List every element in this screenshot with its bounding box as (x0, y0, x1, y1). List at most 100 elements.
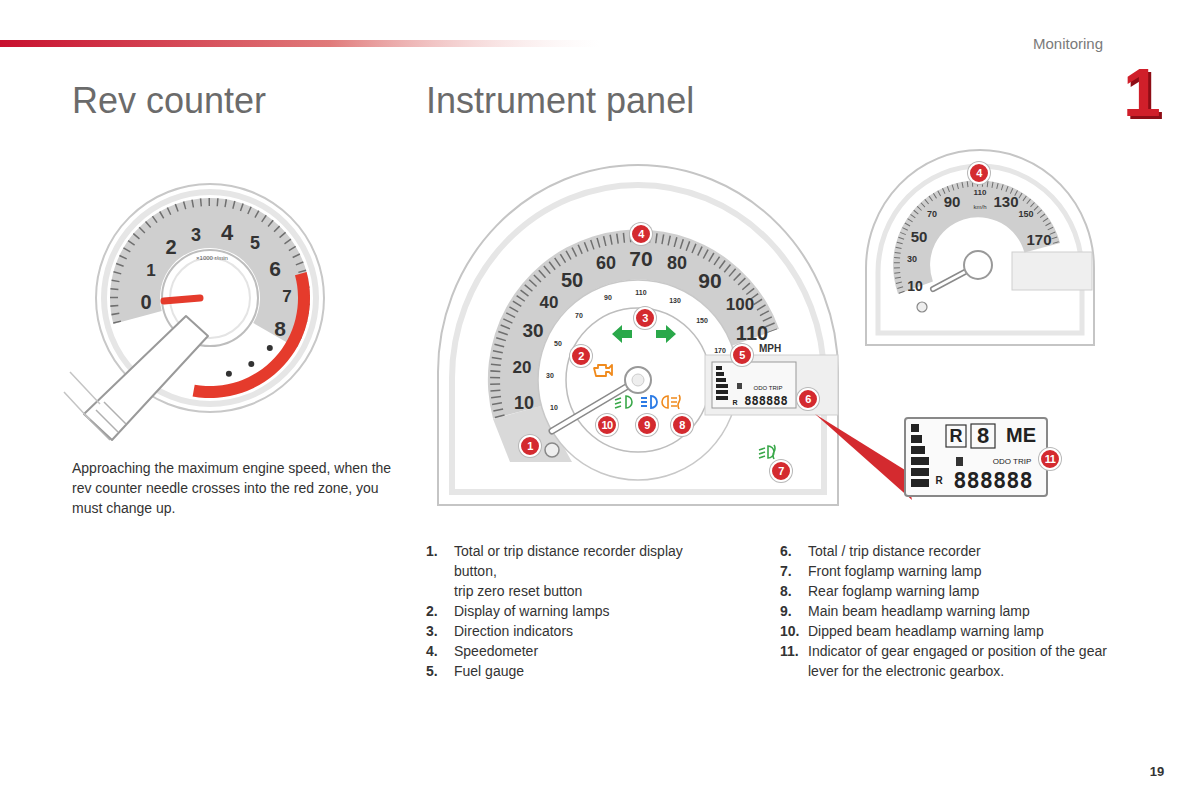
numbered-list: 6.Total / trip distance recorder7.Front … (780, 541, 1110, 681)
indicator-arrow (656, 325, 676, 343)
dial-number: 20 (513, 359, 532, 376)
hand-sketch (84, 316, 208, 440)
callout-number: 10 (596, 414, 618, 436)
needle (552, 380, 638, 431)
dial-number: 110 (635, 289, 646, 296)
fuel-bar (911, 435, 922, 443)
list-text: Fuel gauge (454, 661, 726, 681)
list-text: Total or trip distance recorder display … (454, 541, 726, 581)
callout-number: 8 (671, 414, 693, 436)
list-indent (426, 581, 454, 601)
dial-unit: ×1000 r/min (196, 255, 228, 261)
dial-number: 50 (561, 270, 583, 290)
callout-number: 4 (630, 223, 652, 245)
list-row: 5.Fuel gauge (426, 661, 726, 681)
list-text: Indicator of gear engaged or position of… (808, 641, 1110, 681)
lcd-text: ODO TRIP (993, 458, 1032, 466)
dial-number: 60 (596, 254, 616, 272)
dial-number: 150 (696, 317, 708, 324)
dial-number: 130 (669, 297, 681, 304)
dial-number: 90 (944, 194, 961, 209)
list-row: 1.Total or trip distance recorder displa… (426, 541, 726, 581)
dial-dot (267, 345, 273, 351)
gear-box (971, 424, 995, 448)
dial-number: 2 (165, 237, 176, 257)
dial-number: 40 (540, 294, 559, 311)
dial-number: 30 (546, 372, 554, 379)
fuel-bar (716, 366, 722, 370)
callout-number: 1 (519, 435, 541, 457)
kmh-speedometer (866, 150, 1094, 345)
dial-number: 110 (736, 323, 768, 343)
engine-lamp (594, 365, 612, 376)
dial-number: 170 (714, 347, 726, 354)
page-number: 19 (1150, 765, 1164, 778)
list-number: 2. (426, 601, 454, 621)
list-text: Total / trip distance recorder (808, 541, 1110, 561)
instrument-panel (438, 165, 912, 505)
needle-hub (964, 251, 992, 279)
dial-dot (248, 361, 254, 367)
header-bar (0, 40, 600, 47)
callout-number: 6 (797, 388, 819, 410)
fuel-bar (911, 457, 929, 465)
zoomed-display (905, 418, 1047, 496)
dial-number: 90 (698, 270, 721, 291)
dial-number: 6 (269, 258, 281, 279)
list-row: 9.Main beam headlamp warning lamp (780, 601, 1110, 621)
fuel-icon (956, 457, 963, 466)
dial-number: 100 (726, 296, 754, 313)
section-name: Monitoring (1033, 36, 1103, 51)
dial-ticks (897, 184, 1056, 293)
callout-number: 5 (731, 344, 753, 366)
dial-number: 30 (907, 255, 917, 264)
list-text: Speedometer (454, 641, 726, 661)
heading: Rev counter (72, 80, 266, 121)
housing (438, 165, 838, 505)
list-row: 6.Total / trip distance recorder (780, 541, 1110, 561)
list-text: Main beam headlamp warning lamp (808, 601, 1110, 621)
fuel-bar (716, 378, 726, 382)
dial-number: 90 (604, 294, 612, 301)
dial-number: 170 (1026, 232, 1051, 247)
zoom-pointer (815, 414, 912, 500)
dial-number: 30 (522, 321, 543, 340)
fuel-bar (911, 479, 929, 487)
dial-number: 10 (514, 394, 534, 412)
fuel-bar (716, 372, 724, 376)
main-beam-lamp (641, 396, 657, 408)
lcd-digits: 888888 (953, 470, 1032, 492)
lcd-text: ME (1006, 425, 1036, 445)
lcd-display (712, 362, 796, 408)
list-number: 9. (780, 601, 808, 621)
list-text: Display of warning lamps (454, 601, 726, 621)
dial-number: 50 (554, 340, 562, 347)
needle (552, 380, 638, 431)
hand-sketch (88, 402, 126, 440)
list-number: 1. (426, 541, 454, 581)
dial-number: 10 (907, 279, 923, 293)
lcd-text: R (950, 427, 963, 445)
dial-number: 5 (250, 234, 260, 252)
callout-number: 4 (968, 162, 990, 184)
dial-number: 8 (274, 318, 286, 339)
numbered-list: 1.Total or trip distance recorder displa… (426, 541, 726, 681)
dial-number: 3 (191, 226, 201, 244)
fuel-bar (716, 384, 728, 388)
dial-number: 4 (221, 222, 233, 244)
list-row: 8.Rear foglamp warning lamp (780, 581, 1110, 601)
list-number: 11. (780, 641, 808, 681)
list-number: 5. (426, 661, 454, 681)
heading: Instrument panel (426, 80, 694, 121)
fuel-bar (911, 424, 919, 432)
housing (452, 185, 824, 492)
list-text: trip zero reset button (454, 581, 726, 601)
needle-hub (632, 374, 644, 386)
dial-dot (226, 371, 232, 377)
dial-number: 0 (140, 292, 151, 312)
fuel-bar (911, 468, 929, 476)
housing (866, 150, 1094, 345)
dial-number: 80 (667, 254, 687, 272)
display-panel (1012, 252, 1092, 290)
